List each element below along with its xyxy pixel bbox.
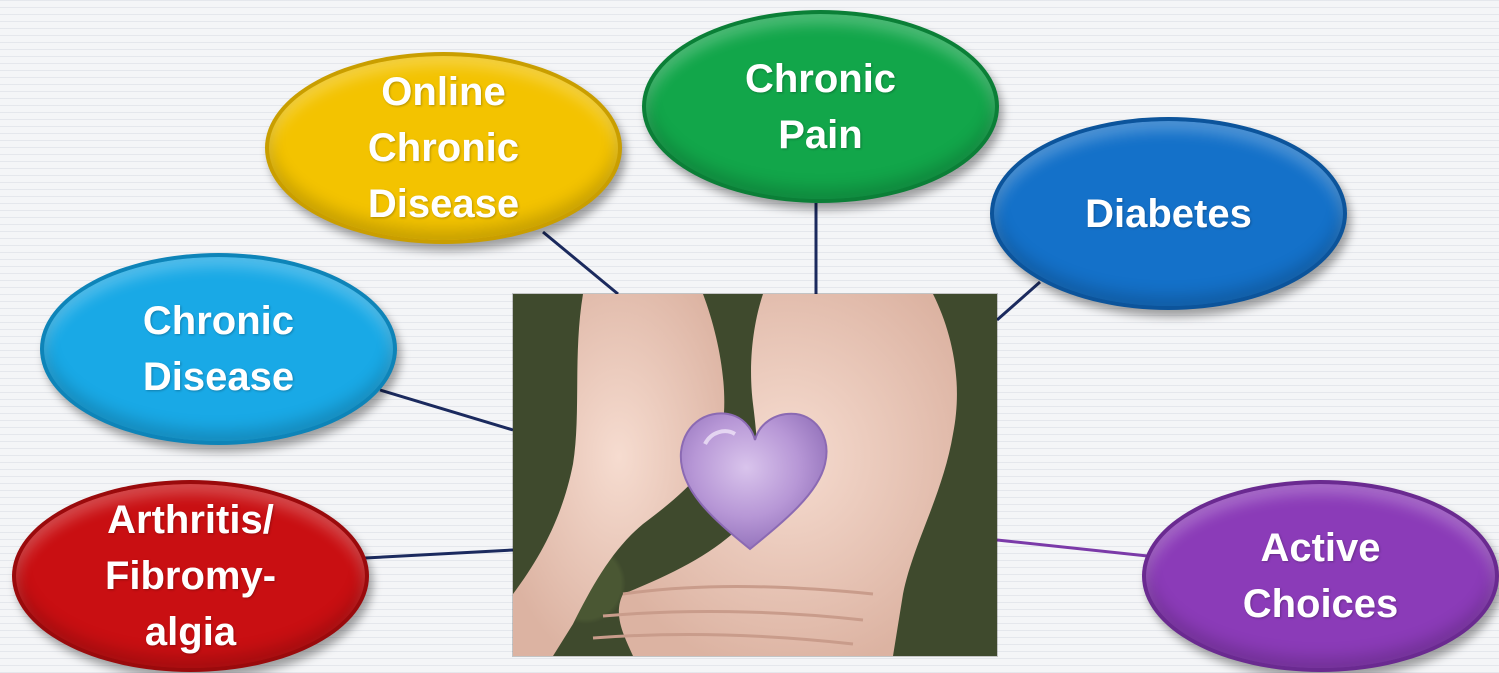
- bubble-arthritis-fibromyalgia: Arthritis/ Fibromy- algia: [12, 480, 369, 672]
- hands-heart-illustration: [513, 294, 997, 656]
- bubble-diabetes-label: Diabetes: [1085, 186, 1252, 242]
- bubble-active-choices: Active Choices: [1142, 480, 1499, 672]
- bubble-chronic-disease-label: Chronic Disease: [143, 293, 294, 405]
- connector-online-chronic-disease: [543, 232, 618, 294]
- bubble-active-choices-label: Active Choices: [1243, 520, 1399, 632]
- bubble-chronic-disease: Chronic Disease: [40, 253, 397, 445]
- hands-heart-photo: [513, 294, 997, 656]
- bubble-diabetes: Diabetes: [990, 117, 1347, 310]
- connector-chronic-disease: [380, 390, 513, 430]
- connector-diabetes: [997, 282, 1040, 320]
- bubble-arthritis-fibromyalgia-label: Arthritis/ Fibromy- algia: [105, 492, 276, 660]
- connector-active-choices: [997, 540, 1148, 556]
- connector-arthritis: [365, 550, 513, 558]
- bubble-chronic-pain: Chronic Pain: [642, 10, 999, 203]
- bubble-chronic-pain-label: Chronic Pain: [745, 51, 896, 163]
- bubble-online-chronic-disease: Online Chronic Disease: [265, 52, 622, 244]
- bubble-online-chronic-disease-label: Online Chronic Disease: [368, 64, 519, 232]
